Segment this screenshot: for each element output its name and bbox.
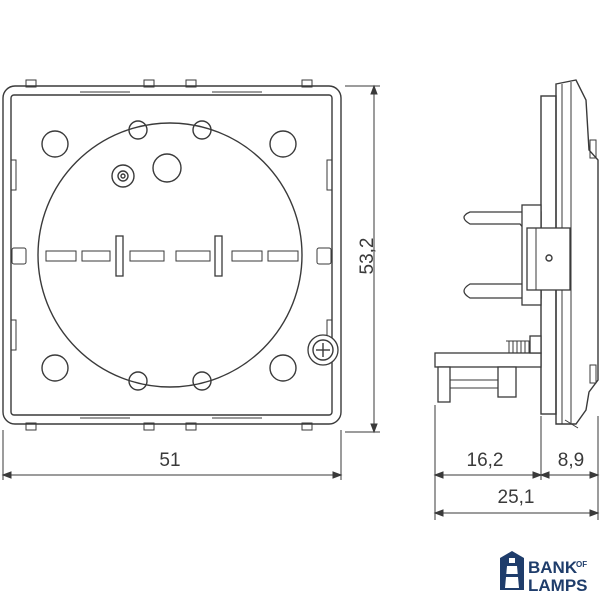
- side-view: [434, 79, 599, 429]
- side-cover: [555, 79, 599, 425]
- rail-segments: [45, 250, 299, 262]
- front-view: [2, 79, 342, 431]
- logo-line1: BANK: [528, 558, 578, 577]
- indicator: [111, 164, 135, 188]
- hole-bottom-b: [192, 371, 212, 391]
- hole-bottom-right: [269, 354, 297, 382]
- logo-line1-small: OF: [576, 560, 587, 569]
- logo-line2: LAMPS: [528, 576, 588, 595]
- brand-logo: BANK OF LAMPS: [500, 551, 588, 595]
- earth-screw: [307, 334, 339, 366]
- bottom-clips: [25, 417, 313, 431]
- mounting-holes: [41, 120, 297, 391]
- socket-pin-hole: [152, 153, 182, 183]
- contact-bars: [115, 235, 223, 277]
- hole-top-right: [269, 130, 297, 158]
- lighthouse-icon: [500, 551, 524, 590]
- dim-front-depth-label: 16,2: [467, 450, 504, 471]
- hole-top-a: [128, 120, 148, 140]
- hole-top-b: [192, 120, 212, 140]
- hole-bottom-a: [128, 371, 148, 391]
- hole-bottom-left: [41, 354, 69, 382]
- dim-width-label: 51: [159, 450, 180, 471]
- outer-frame: [2, 85, 342, 425]
- inner-frame: [10, 94, 333, 416]
- dim-height-label: 53,2: [357, 238, 378, 275]
- socket-circle: [37, 122, 303, 388]
- earth-terminal: [434, 335, 542, 403]
- top-clips: [25, 79, 313, 93]
- side-notches: [10, 159, 333, 351]
- dimension-lines: [1, 84, 600, 520]
- dim-total-depth-label: 25,1: [498, 487, 535, 508]
- contact-pins: [463, 204, 571, 306]
- dim-back-depth-label: 8,9: [558, 450, 584, 471]
- hole-top-left: [41, 130, 69, 158]
